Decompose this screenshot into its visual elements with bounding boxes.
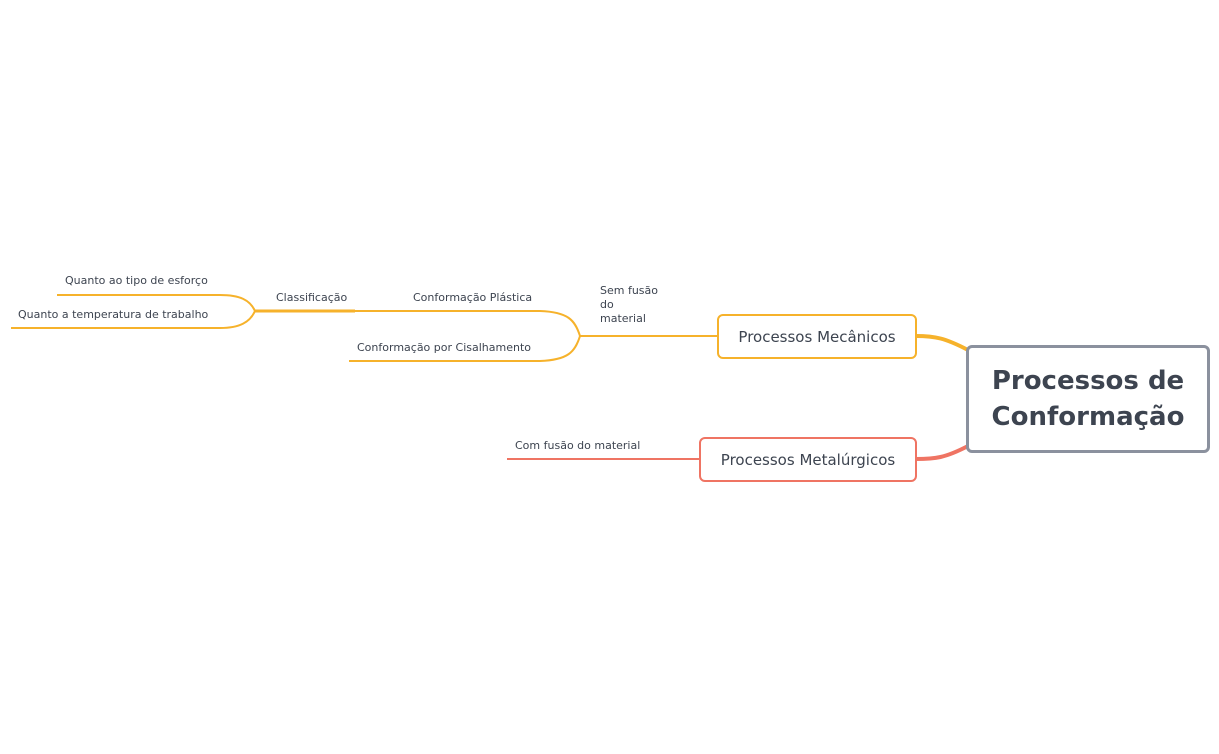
label-sem-fusao[interactable]: Sem fusão do material bbox=[600, 284, 659, 325]
label-conformacao-cisalhamento[interactable]: Conformação por Cisalhamento bbox=[357, 341, 531, 354]
connector-sem-fusao-plastica bbox=[355, 310, 581, 337]
connector-sem-fusao-cisalhamento bbox=[349, 335, 581, 362]
label-classificacao[interactable]: Classificação bbox=[276, 291, 348, 304]
node-processos-mecanicos-label: Processos Mecânicos bbox=[738, 327, 896, 346]
connector-classificacao-esforco bbox=[57, 294, 256, 312]
label-temperatura-trabalho[interactable]: Quanto a temperatura de trabalho bbox=[18, 308, 209, 321]
root-label: Processos de Conformação bbox=[991, 366, 1185, 432]
node-processos-mecanicos[interactable]: Processos Mecânicos bbox=[717, 314, 917, 359]
connector-root-mecanicos bbox=[915, 334, 969, 352]
connector-classificacao-temperatura bbox=[11, 310, 256, 329]
connector-root-metalurgicos bbox=[915, 444, 969, 461]
node-processos-metalurgicos[interactable]: Processos Metalúrgicos bbox=[699, 437, 917, 482]
label-conformacao-plastica[interactable]: Conformação Plástica bbox=[413, 291, 533, 304]
label-com-fusao[interactable]: Com fusão do material bbox=[515, 439, 641, 452]
node-processos-metalurgicos-label: Processos Metalúrgicos bbox=[720, 450, 896, 469]
label-tipo-esforco[interactable]: Quanto ao tipo de esforço bbox=[65, 274, 208, 287]
root-node[interactable]: Processos de Conformação bbox=[966, 345, 1210, 453]
